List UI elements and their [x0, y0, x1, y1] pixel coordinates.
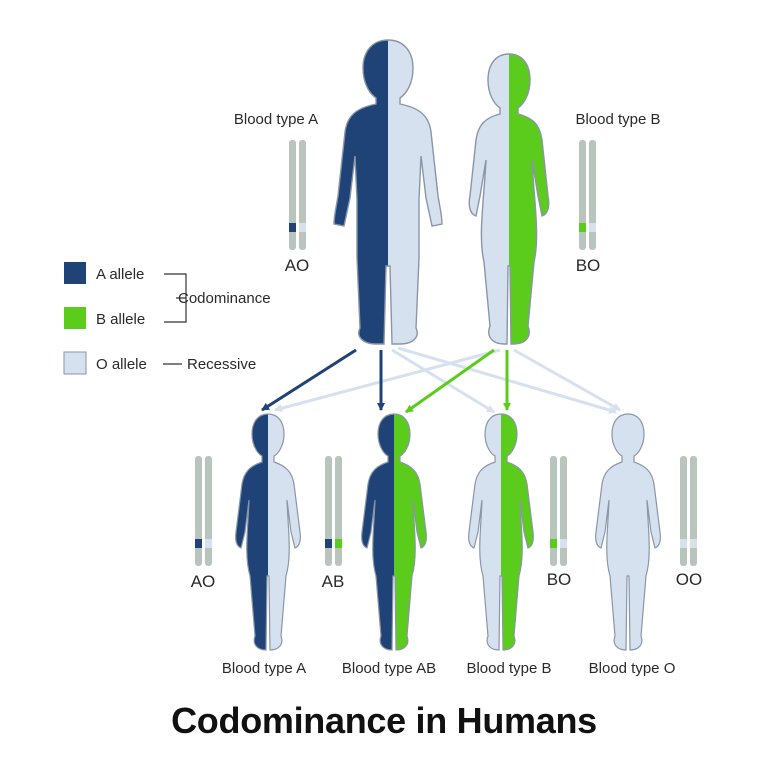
child1-genotype-label: AO	[191, 572, 216, 591]
father-body-o-half	[388, 40, 442, 344]
legend-a-label: A allele	[96, 266, 144, 283]
child3-chromosome-pair	[550, 456, 567, 566]
child2-figure	[361, 413, 427, 651]
father-figure	[333, 39, 443, 345]
mother-figure	[468, 53, 550, 345]
child2-chromosome-pair	[325, 456, 342, 566]
legend-recessive-label: Recessive	[187, 356, 256, 373]
child1-figure	[235, 413, 301, 651]
mother-body-b-half	[509, 54, 549, 344]
child2-blood-type-label: Blood type AB	[342, 660, 436, 677]
mother-genotype-label: BO	[576, 256, 601, 275]
arrow-o-mother-to-child4	[513, 348, 621, 412]
legend-o-label: O allele	[96, 356, 147, 373]
arrow-b-mother-to-child2	[405, 348, 495, 414]
arrow-a-father-to-child1	[261, 348, 357, 412]
arrow-o-mother-to-child1	[274, 348, 501, 413]
inheritance-arrows	[261, 346, 621, 414]
page-title: Codominance in Humans	[171, 700, 597, 741]
codominance-bracket	[164, 273, 187, 323]
father-blood-type-label: Blood type A	[234, 111, 318, 128]
child3-genotype-label: BO	[547, 570, 572, 589]
child1-blood-type-label: Blood type A	[222, 660, 306, 677]
mother-chromosome-pair	[579, 140, 596, 250]
mother-body-o-half	[469, 54, 509, 344]
child4-blood-type-label: Blood type O	[589, 660, 676, 677]
child3-blood-type-label: Blood type B	[466, 660, 551, 677]
child2-genotype-label: AB	[322, 572, 345, 591]
child4-genotype-label: OO	[676, 570, 702, 589]
legend-a-swatch	[64, 262, 86, 284]
mother-blood-type-label: Blood type B	[575, 111, 660, 128]
legend-b-label: B allele	[96, 311, 145, 328]
father-genotype-label: AO	[285, 256, 310, 275]
child1-chromosome-pair	[195, 456, 212, 566]
mother-outline	[468, 53, 550, 345]
legend-o-swatch	[63, 351, 87, 375]
child3-figure	[468, 413, 534, 651]
arrow-o-father-to-child3	[391, 348, 495, 414]
father-chromosome-pair	[289, 140, 306, 250]
father-a-allele-band	[289, 223, 296, 232]
child4-figure	[595, 413, 661, 651]
father-outline	[333, 39, 443, 345]
mother-o-allele-band	[589, 223, 596, 232]
father-body-a-half	[334, 40, 388, 344]
codominance-diagram: Blood type A Blood type B AO BO A allele…	[63, 39, 702, 677]
child4-chromosome-pair	[680, 456, 697, 566]
legend-codominance-label: Codominance	[178, 290, 271, 307]
mother-b-allele-band	[579, 223, 586, 232]
father-o-allele-band	[299, 223, 306, 232]
legend: A allele B allele Codominance O allele R…	[63, 262, 271, 375]
legend-b-swatch	[64, 307, 86, 329]
